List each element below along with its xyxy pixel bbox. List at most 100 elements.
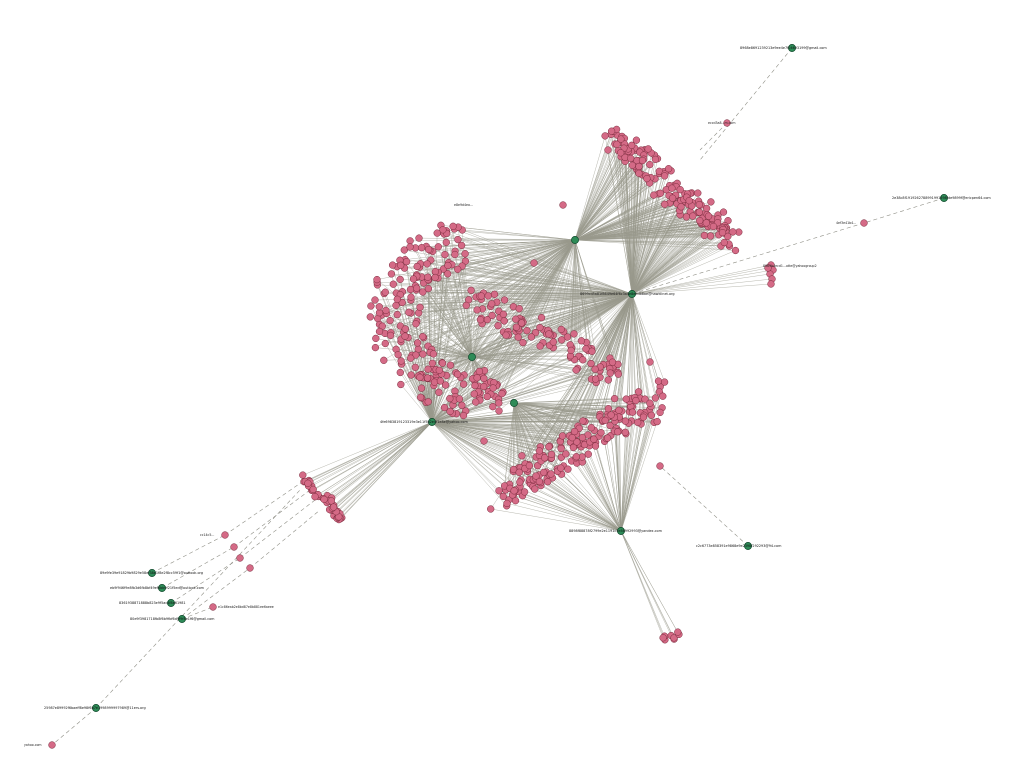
edge (620, 415, 652, 532)
edge (513, 402, 540, 482)
edge (431, 410, 622, 423)
leaf-node (397, 261, 405, 269)
edge (497, 239, 576, 326)
leaf-node (647, 411, 656, 419)
leaf-node (433, 229, 441, 237)
edge (574, 239, 619, 375)
edge (419, 293, 633, 378)
edge (513, 402, 520, 473)
leaf-node (607, 127, 616, 135)
edge (574, 139, 622, 241)
edge (574, 205, 692, 241)
leaf-node (621, 417, 630, 425)
leaf-node (603, 434, 612, 442)
edge (618, 293, 633, 411)
hub-node (788, 44, 796, 52)
edge (631, 229, 724, 295)
edge (631, 278, 773, 295)
edge (536, 456, 622, 532)
edge (620, 530, 675, 638)
leaf-node (702, 219, 710, 227)
edge (477, 293, 633, 311)
leaf-node (389, 280, 397, 288)
leaf-node (577, 337, 586, 345)
edge (488, 239, 576, 297)
leaf-node (653, 417, 661, 426)
dashed-edge (233, 489, 311, 548)
leaf-node (417, 244, 426, 252)
leaf-node (436, 377, 445, 385)
edge (431, 405, 462, 423)
edge (620, 530, 665, 637)
leaf-node (536, 323, 544, 332)
edge (513, 402, 516, 491)
edge (468, 239, 576, 300)
edge (620, 406, 652, 532)
leaf-node (480, 437, 488, 445)
leaf-node (500, 296, 509, 304)
leaf-node (646, 399, 654, 407)
edge (428, 239, 576, 289)
hub-node (510, 399, 518, 407)
labels-layer: 8968e8691239213e9ee4e7f04693199@gmail.co… (24, 46, 991, 747)
edge (455, 239, 576, 252)
leaf-node (638, 156, 647, 165)
edge (614, 293, 633, 399)
edge (613, 131, 633, 295)
leaf-node (523, 327, 531, 335)
edge (499, 293, 633, 318)
dashed-edge (659, 465, 749, 547)
leaf-label: e1c86eab2e8bd87e8b881ee6aeee (218, 605, 274, 609)
edge (631, 232, 723, 295)
leaf-node (495, 399, 503, 407)
leaf-node (694, 189, 702, 197)
edge (431, 296, 480, 423)
edge (574, 239, 587, 343)
leaf-node (454, 235, 462, 244)
leaf-node (668, 194, 677, 202)
edge (490, 508, 622, 532)
leaf-node (424, 245, 433, 254)
edge (585, 293, 633, 350)
leaf-node (498, 390, 506, 398)
leaf-node (429, 350, 438, 358)
edge (513, 402, 529, 465)
edge (377, 239, 576, 319)
leaf-node (718, 228, 727, 237)
leaf-node (454, 265, 462, 273)
leaf-node (613, 140, 621, 148)
edge (616, 144, 633, 295)
leaf-node (720, 238, 728, 247)
leaf-node (487, 505, 495, 513)
leaf-node (467, 286, 475, 294)
leaf-node (500, 317, 508, 325)
edge (631, 201, 712, 295)
edge (631, 293, 646, 400)
edge (567, 239, 576, 337)
leaf-node (407, 293, 415, 301)
edge (375, 239, 576, 339)
edge (431, 294, 495, 423)
edge (574, 166, 640, 241)
edge (480, 239, 576, 320)
leaf-node (477, 292, 485, 300)
edge (576, 463, 622, 532)
edge (471, 323, 483, 358)
hub-node (571, 236, 579, 244)
edge (431, 421, 553, 479)
edge (471, 319, 481, 358)
edge (410, 239, 576, 242)
edge (543, 239, 576, 330)
leaf-node (458, 401, 466, 409)
edge (400, 372, 433, 423)
edge (574, 175, 646, 241)
leaf-node (393, 295, 401, 303)
edge (550, 473, 622, 532)
edge (631, 220, 713, 295)
leaf-node (457, 241, 466, 250)
leaf-node (587, 359, 595, 368)
edge (471, 340, 582, 358)
hub-label: 89e9fe39e91829b9829e58ef38e1f8e2f8cc59f1… (100, 571, 203, 575)
